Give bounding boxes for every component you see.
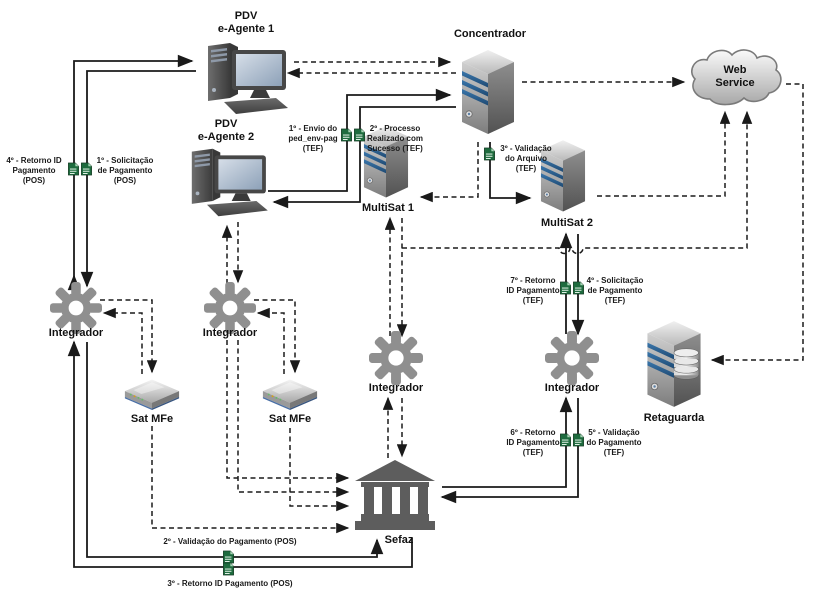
integrador2-label: Integrador [202, 327, 258, 339]
flow-label-tef6: 6º - Retorno ID Pagamento (TEF) [506, 428, 560, 457]
pdv2-icon [180, 144, 272, 220]
retaguarda-database-icon [640, 316, 708, 410]
flow-label-tef1: 1º - Envio do ped_env-pag (TEF) [288, 124, 338, 153]
document-icon [340, 128, 353, 142]
satmfe2-label: Sat MFe [268, 413, 312, 425]
multisat1-label: MultiSat 1 [362, 202, 414, 214]
integrador1-label: Integrador [48, 327, 104, 339]
concentrador-server-icon [456, 44, 520, 138]
flow-label-pos1: 1º - Solicitação de Pagamento (POS) [96, 156, 154, 185]
integrador3-label: Integrador [368, 382, 424, 394]
integrador4-gear-icon [545, 331, 599, 385]
pdv1-icon [196, 38, 292, 118]
document-icon [572, 281, 585, 295]
flow-label-pos4: 4º - Retorno ID Pagamento (POS) [6, 156, 62, 185]
pdv2-label: PDV e-Agente 2 [197, 118, 255, 143]
integrador4-label: Integrador [544, 382, 600, 394]
document-icon [572, 433, 585, 447]
satmfe2-device-icon [260, 376, 320, 414]
sefaz-building-icon [352, 458, 438, 536]
pdv1-label: PDV e-Agente 1 [217, 10, 275, 35]
integrador3-gear-icon [369, 331, 423, 385]
document-icon [483, 147, 496, 161]
flow-label-tef2: 2º - Processo Realizado com Sucesso (TEF… [366, 124, 423, 153]
document-icon [559, 433, 572, 447]
sefaz-label: Sefaz [384, 534, 414, 546]
document-icon [353, 128, 366, 142]
retaguarda-label: Retaguarda [643, 412, 705, 424]
flow-label-tef4: 4º - Solicitação de Pagamento (TEF) [586, 276, 644, 305]
satmfe1-label: Sat MFe [130, 413, 174, 425]
multisat2-label: MultiSat 2 [541, 217, 593, 229]
flow-label-tef3: 3º - Validação do Arquivo (TEF) [500, 144, 552, 173]
document-icon [559, 281, 572, 295]
concentrador-label: Concentrador [453, 28, 527, 40]
web-service-label: Web Service [715, 64, 755, 89]
flow-label-tef5: 5º - Validação do Pagamento (TEF) [586, 428, 642, 457]
satmfe1-device-icon [122, 376, 182, 414]
web-service-cloud-icon [684, 46, 786, 112]
document-icon [67, 162, 80, 176]
flow-label-pos2: 2º - Validação do Pagamento (POS) [163, 537, 297, 546]
flow-label-pos3: 3º - Retorno ID Pagamento (POS) [167, 579, 293, 588]
document-icon [222, 562, 235, 576]
flow-label-tef7: 7º - Retorno ID Pagamento (TEF) [506, 276, 560, 305]
document-icon [80, 162, 93, 176]
